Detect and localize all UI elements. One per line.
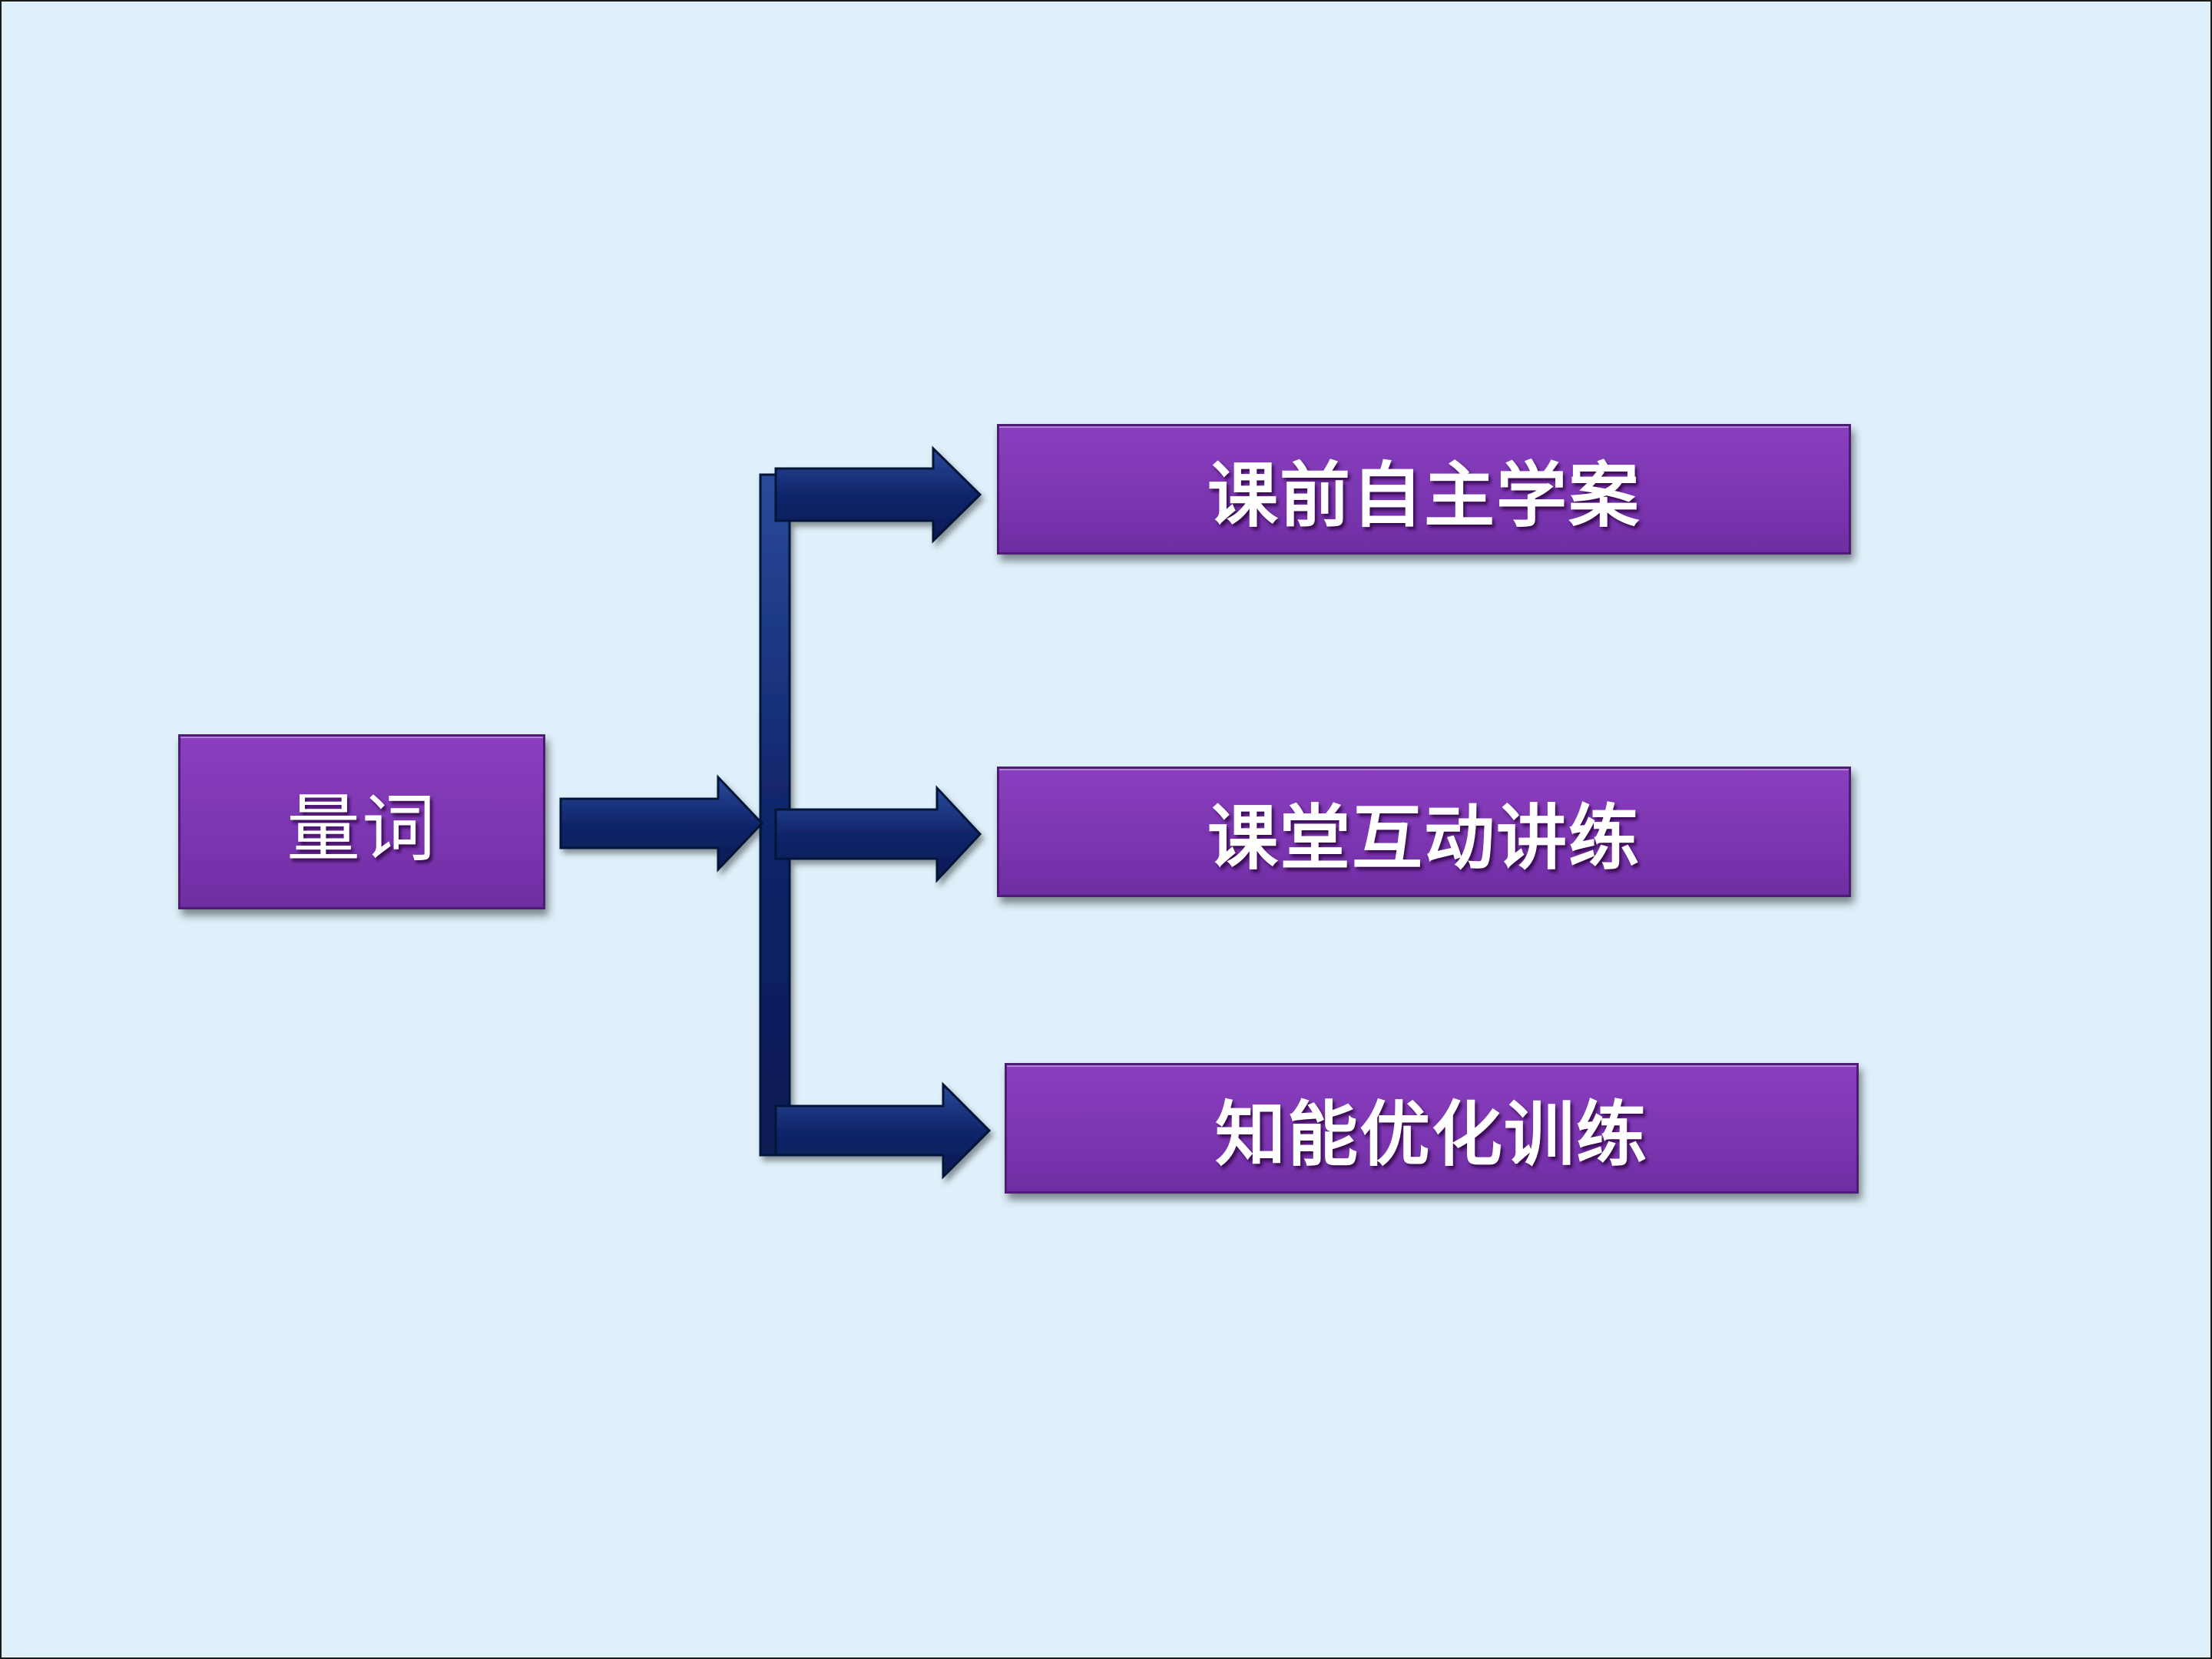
item-label-2: 课堂互动讲练 bbox=[1207, 796, 1641, 879]
item-label-3: 知能优化训练 bbox=[1214, 1093, 1648, 1176]
arrow-item-3 bbox=[774, 1081, 992, 1180]
item-box-3[interactable]: 知能优化训练 bbox=[1005, 1063, 1859, 1194]
root-box: 量词 bbox=[178, 734, 545, 909]
root-label: 量词 bbox=[286, 785, 437, 872]
arrow-item-2 bbox=[774, 785, 982, 883]
arrow-root bbox=[559, 774, 764, 873]
item-box-2[interactable]: 课堂互动讲练 bbox=[997, 767, 1851, 897]
arrow-item-1 bbox=[774, 445, 982, 544]
item-label-1: 课前自主学案 bbox=[1207, 454, 1641, 537]
item-box-1[interactable]: 课前自主学案 bbox=[997, 424, 1851, 555]
